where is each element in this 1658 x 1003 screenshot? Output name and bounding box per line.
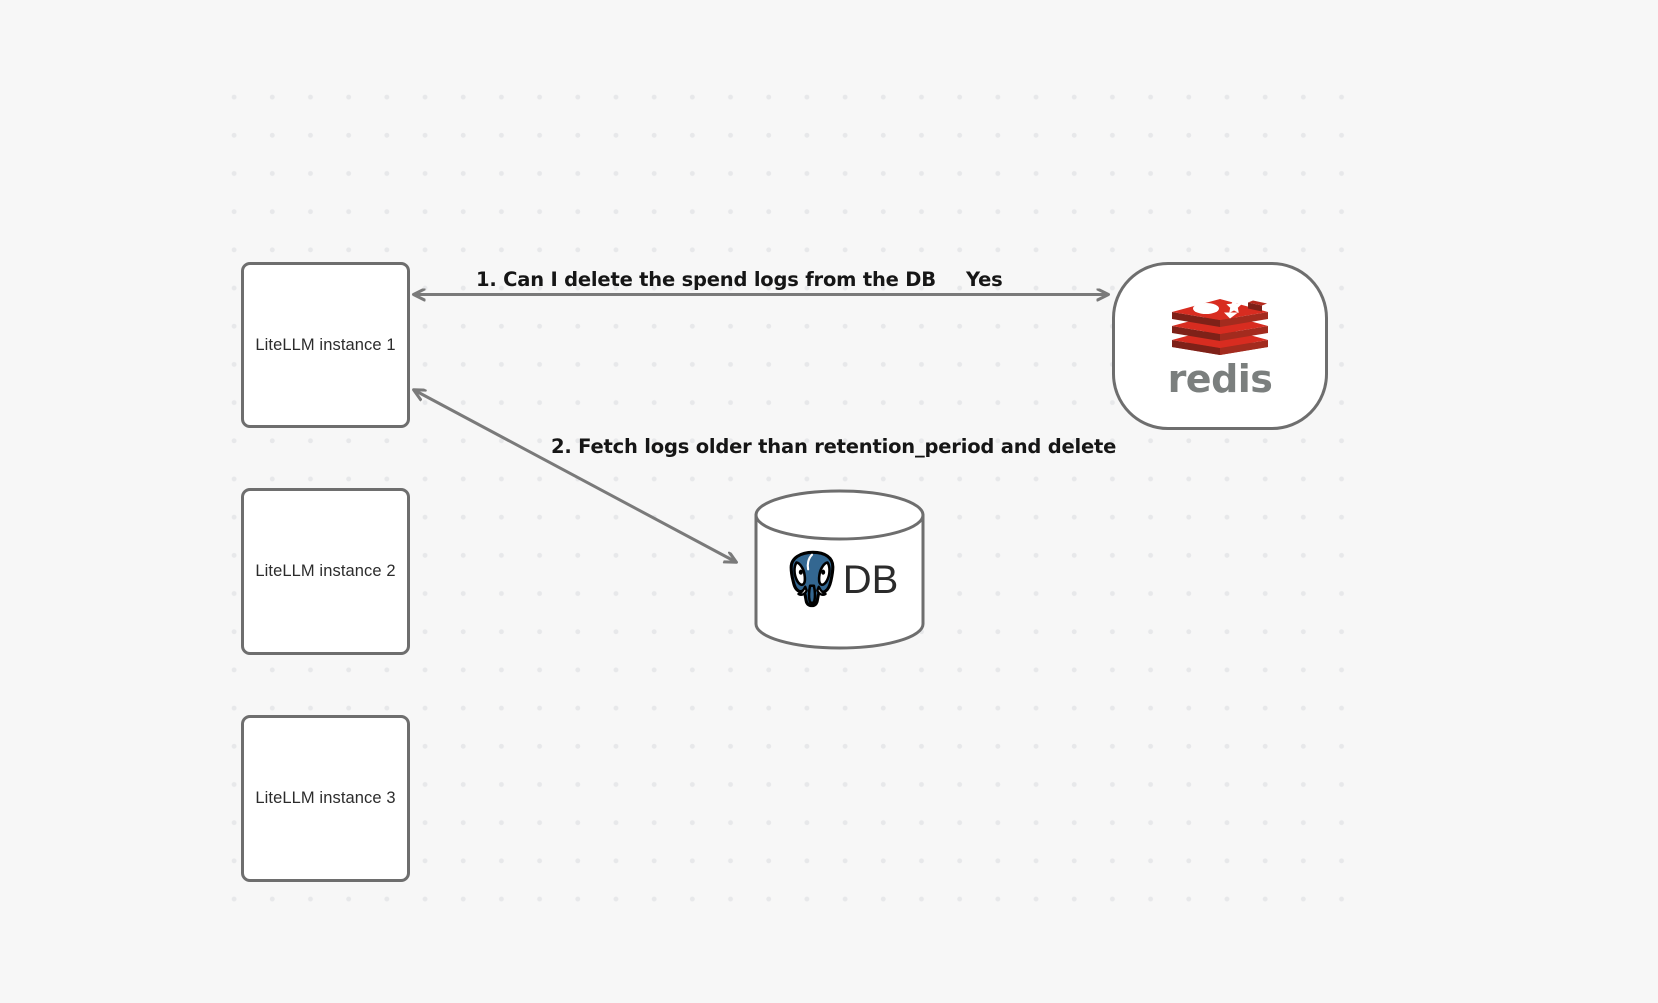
node-label-instance-3: LiteLLM instance 3 <box>255 789 396 807</box>
node-litellm-instance-3[interactable]: LiteLLM instance 3 <box>241 715 410 882</box>
node-label-instance-1: LiteLLM instance 1 <box>255 335 396 354</box>
edge-label-yes: Yes <box>966 268 1003 291</box>
node-database-cylinder[interactable]: DB <box>753 489 926 650</box>
node-litellm-instance-1[interactable]: LiteLLM instance 1 <box>241 262 410 428</box>
db-label: DB <box>842 558 899 602</box>
redis-wordmark: redis <box>1167 357 1273 401</box>
cylinder-shape <box>754 489 925 650</box>
edge-instance1-db <box>414 390 736 562</box>
postgresql-elephant-icon <box>781 547 843 614</box>
redis-logo-icon <box>1168 294 1272 356</box>
edge-label-step-2: 2. Fetch logs older than retention_perio… <box>551 435 1117 458</box>
edge-label-step-1: 1. Can I delete the spend logs from the … <box>476 268 936 291</box>
node-litellm-instance-2[interactable]: LiteLLM instance 2 <box>241 488 410 655</box>
node-label-instance-2: LiteLLM instance 2 <box>255 562 396 580</box>
node-redis[interactable]: redis <box>1112 262 1328 430</box>
